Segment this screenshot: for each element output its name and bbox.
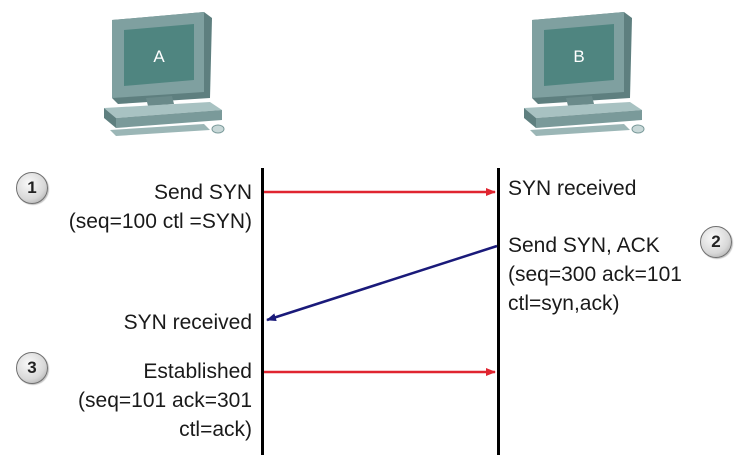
step-1-receiver-text: SYN received — [508, 174, 636, 203]
step-3-params-line-2: ctl=ack) — [179, 418, 252, 441]
step-1-sender-text: Send SYN (seq=100 ctl =SYN) — [69, 178, 252, 236]
step-2-sender-text: Send SYN, ACK (seq=300 ack=101 ctl=syn,a… — [508, 231, 682, 318]
syn-ack-arrow — [266, 244, 498, 322]
step-1-receive-label: SYN received — [508, 177, 637, 200]
step-2-badge: 2 — [700, 226, 732, 258]
host-b-timeline — [497, 168, 500, 455]
step-2-params-line-1: (seq=300 ack=101 — [508, 263, 682, 286]
step-2-action: Send SYN, ACK — [508, 234, 660, 257]
step-3-sender-text: Established (seq=101 ack=301 ctl=ack) — [78, 357, 252, 444]
host-b-label: B — [573, 47, 584, 66]
step-2-receive-label: SYN received — [123, 311, 252, 334]
step-2-params-line-2: ctl=syn,ack) — [508, 292, 620, 315]
step-1-params: (seq=100 ctl =SYN) — [68, 210, 252, 233]
step-1-action: Send SYN — [153, 181, 252, 204]
host-a-computer-icon: A — [98, 6, 228, 142]
step-1-badge: 1 — [16, 172, 48, 204]
step-3-badge: 3 — [16, 352, 48, 384]
host-a-label: A — [153, 47, 165, 66]
step-2-receiver-text: SYN received — [124, 308, 252, 337]
host-a-timeline — [261, 168, 264, 455]
step-3-params-line-1: (seq=101 ack=301 — [78, 389, 252, 412]
host-b-computer-icon: B — [518, 6, 648, 142]
step-3-action: Established — [143, 360, 252, 383]
